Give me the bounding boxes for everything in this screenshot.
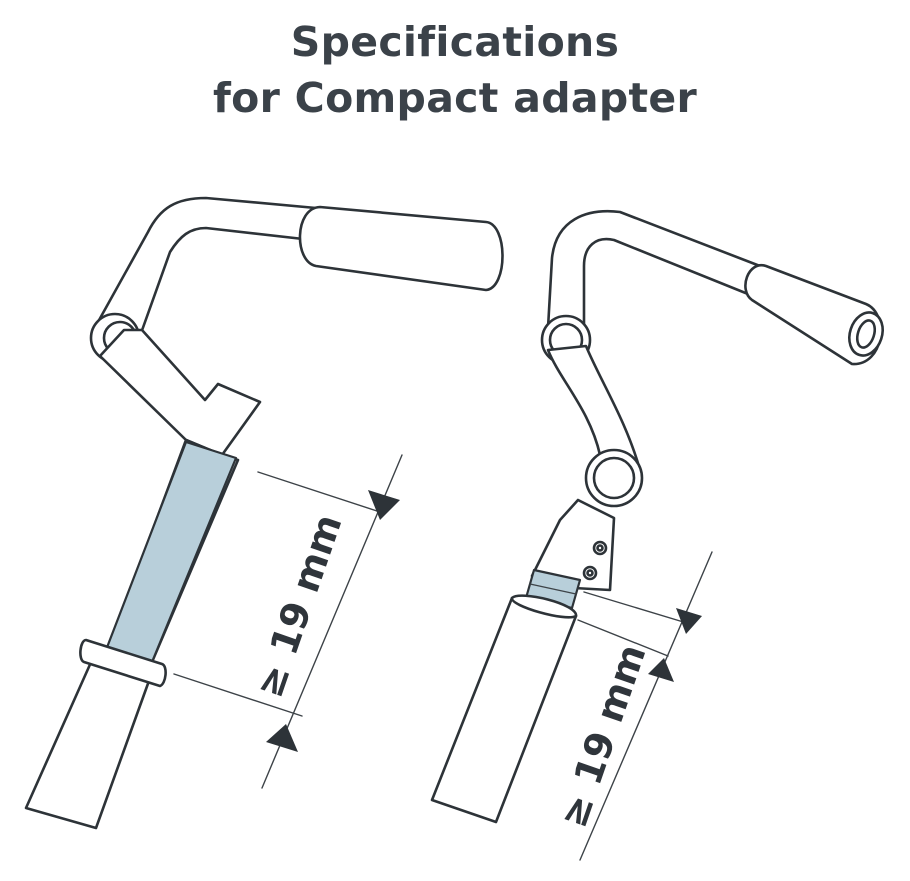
left-arrow-top	[368, 490, 400, 520]
right-dimension-label: ≥ 19 mm	[551, 639, 655, 833]
left-dimension-extension-bottom	[173, 673, 303, 717]
right-dimension-extension-top	[583, 591, 691, 625]
title-line-1: Specifications	[290, 18, 620, 66]
right-lower-tube	[430, 596, 578, 824]
left-lower-tube	[24, 658, 152, 830]
left-adapter-arm	[98, 328, 262, 457]
left-dimension-label: ≥ 19 mm	[247, 509, 351, 703]
right-arrow-top	[676, 608, 702, 634]
title-line-2: for Compact adapter	[212, 74, 698, 122]
right-lower-pivot-inner	[592, 456, 636, 500]
right-grip-end-hole	[855, 319, 877, 349]
right-dimension-line	[579, 551, 713, 861]
left-arrow-bottom	[266, 724, 298, 752]
right-arrow-bottom	[648, 658, 674, 682]
right-tube-top-rim	[510, 594, 578, 619]
right-insertion-seam	[529, 583, 577, 595]
left-insertion-highlight	[104, 440, 238, 664]
right-dimension-extension-bottom	[577, 619, 669, 657]
left-collar	[79, 638, 167, 688]
left-handlebar-tube	[96, 196, 318, 338]
page-title: Specifications for Compact adapter	[0, 14, 910, 126]
right-adapter-figure: ≥ 19 mm	[430, 210, 884, 861]
left-handlebar-grip	[298, 205, 504, 292]
left-adapter-figure: ≥ 19 mm	[24, 196, 504, 830]
right-screw-upper-center	[596, 544, 604, 552]
right-screw-lower-center	[586, 569, 594, 577]
left-dimension-extension-top	[257, 471, 381, 513]
right-handlebar-tube	[546, 210, 762, 332]
